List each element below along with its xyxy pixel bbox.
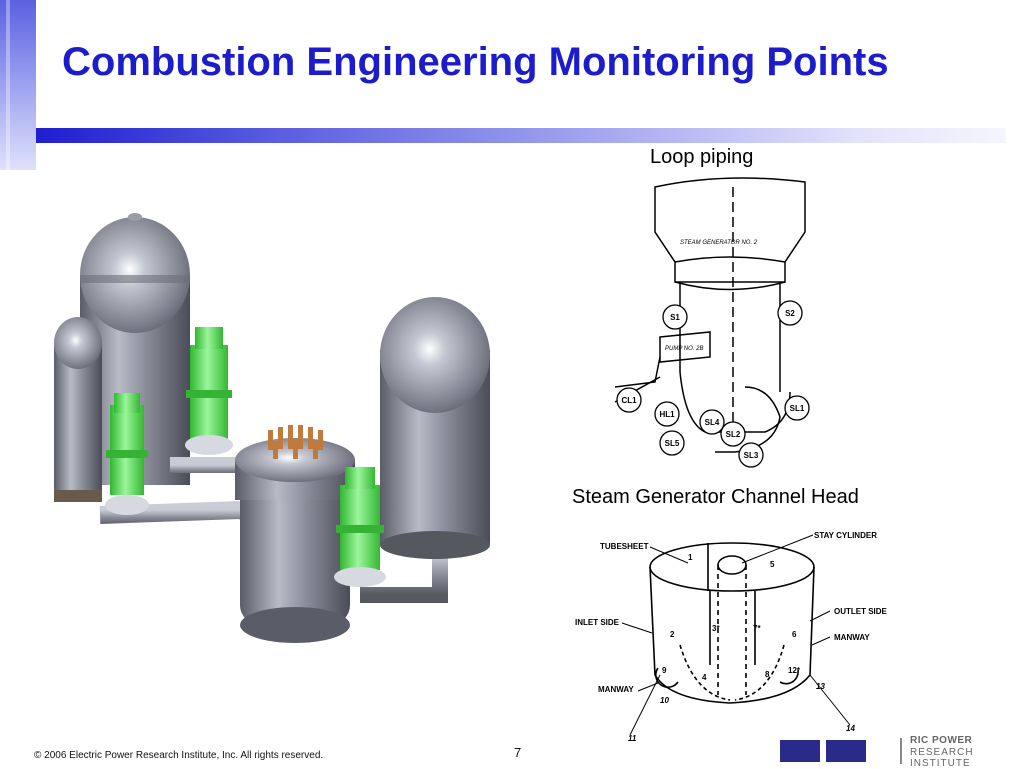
sg-label: STEAM GENERATOR NO. 2 [680,240,758,246]
left-accent-bar [0,0,36,170]
reactor-system-illustration [54,213,490,643]
point-sl3: SL3 [744,451,759,460]
point-12: 12* [788,666,801,675]
copyright-footer: © 2006 Electric Power Research Institute… [34,750,324,761]
loop-piping-caption: Loop piping [650,146,754,168]
logo-line2: RESEARCH INSTITUTE [910,747,974,769]
point-sl2: SL2 [726,430,741,439]
page-number: 7 [514,745,522,760]
point-6: 6 [792,630,797,639]
point-5: 5 [770,560,775,569]
point-14: 14 [846,724,855,733]
point-4: 4 [702,673,707,682]
point-9: 9 [662,666,667,675]
outlet-side-label: OUTLET SIDE [834,607,888,616]
logo-line1: RIC POWER [910,735,973,746]
manway-left-label: MANWAY [598,685,634,694]
point-13: 13 [816,682,825,691]
channel-head-diagram: TUBESHEET STAY CYLINDER INLET SIDE OUTLE… [575,531,888,743]
slide-title: Combustion Engineering Monitoring Points [62,40,889,84]
manway-right-label: MANWAY [834,633,870,642]
tubesheet-label: TUBESHEET [600,542,649,551]
point-3: 3* [712,624,720,633]
point-cl1: CL1 [621,396,637,405]
inlet-side-label: INLET SIDE [575,618,620,627]
pump-label: PUMP NO. 2B [665,346,703,352]
sg-channel-head-caption: Steam Generator Channel Head [572,486,859,508]
point-sl4: SL4 [705,418,720,427]
point-sl1: SL1 [790,404,805,413]
point-s2: S2 [785,309,795,318]
point-hl1: HL1 [659,410,675,419]
epri-logo [780,738,902,764]
point-1: 1 [688,553,693,562]
point-10: 10 [660,696,669,705]
point-7: 7* [753,624,761,633]
point-8: 8 [765,670,770,679]
title-underline [36,128,1006,143]
point-2: 2 [670,630,675,639]
point-sl5: SL5 [665,439,680,448]
loop-piping-diagram: STEAM GENERATOR NO. 2 PUMP NO. 2B S1 S2 … [614,177,810,468]
stay-cylinder-label: STAY CYLINDER [814,531,877,540]
point-s1: S1 [670,313,680,322]
point-11: 11 [628,734,637,743]
